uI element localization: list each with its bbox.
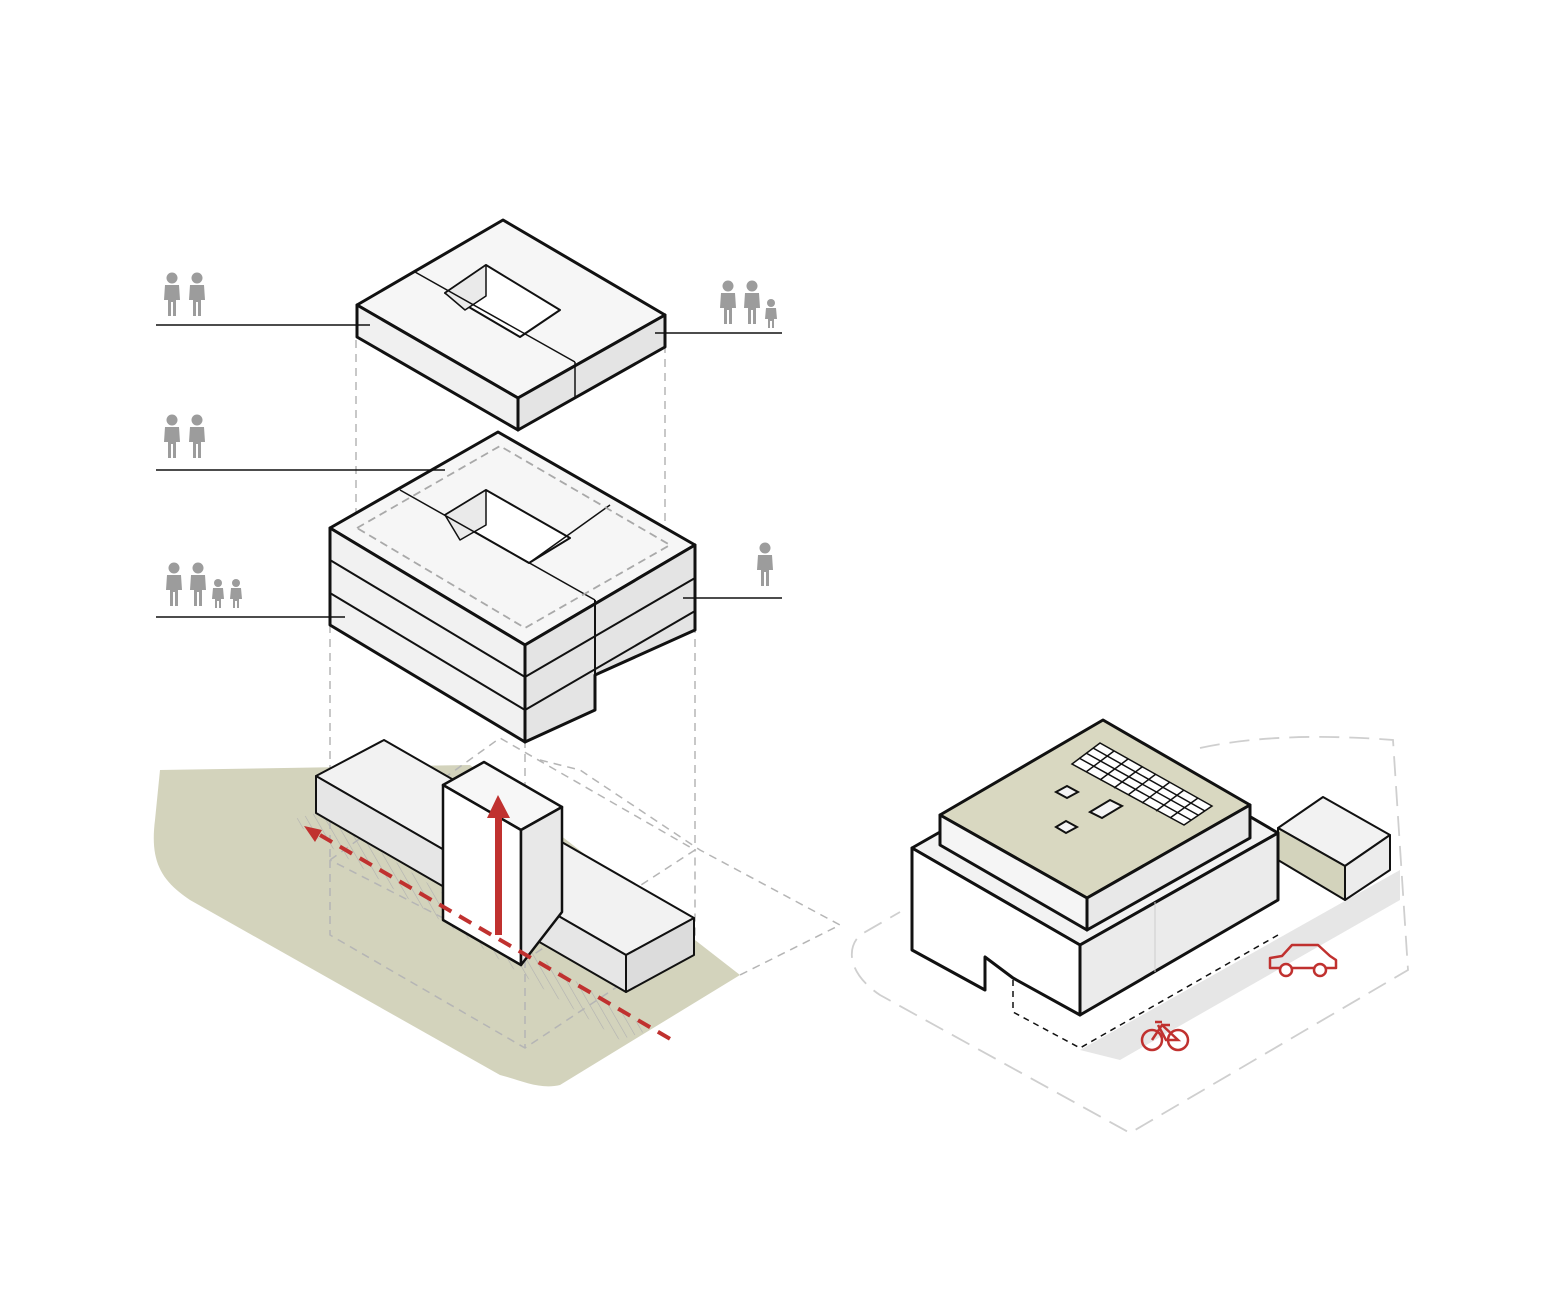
- family-icon: [166, 562, 242, 608]
- site-boundary: [851, 736, 1409, 1135]
- couple-icon: [164, 414, 205, 458]
- leader-lines: [156, 324, 782, 618]
- upper-block-footprint: [355, 444, 672, 630]
- single-person-icon: [757, 542, 773, 586]
- circulation-arrow-up: [487, 795, 510, 935]
- skylight: [1053, 784, 1081, 800]
- bicycle-icon: [1140, 1020, 1190, 1052]
- top-block: [355, 218, 667, 432]
- skylight: [1054, 819, 1080, 835]
- skylight: [1087, 798, 1125, 820]
- car-icon: [1268, 943, 1338, 978]
- middle-block: [328, 430, 697, 744]
- solar-panels: [1070, 742, 1214, 826]
- pedestrian-route-arrow: [304, 826, 674, 1042]
- annex-slab: [1277, 796, 1391, 901]
- skylights: [1053, 784, 1125, 835]
- couple-icon: [164, 272, 205, 316]
- building-shadow: [1080, 870, 1400, 1060]
- family-icon: [720, 280, 777, 328]
- ghost-volume-outline: [329, 340, 842, 1049]
- overhang-outline: [1012, 934, 1279, 1049]
